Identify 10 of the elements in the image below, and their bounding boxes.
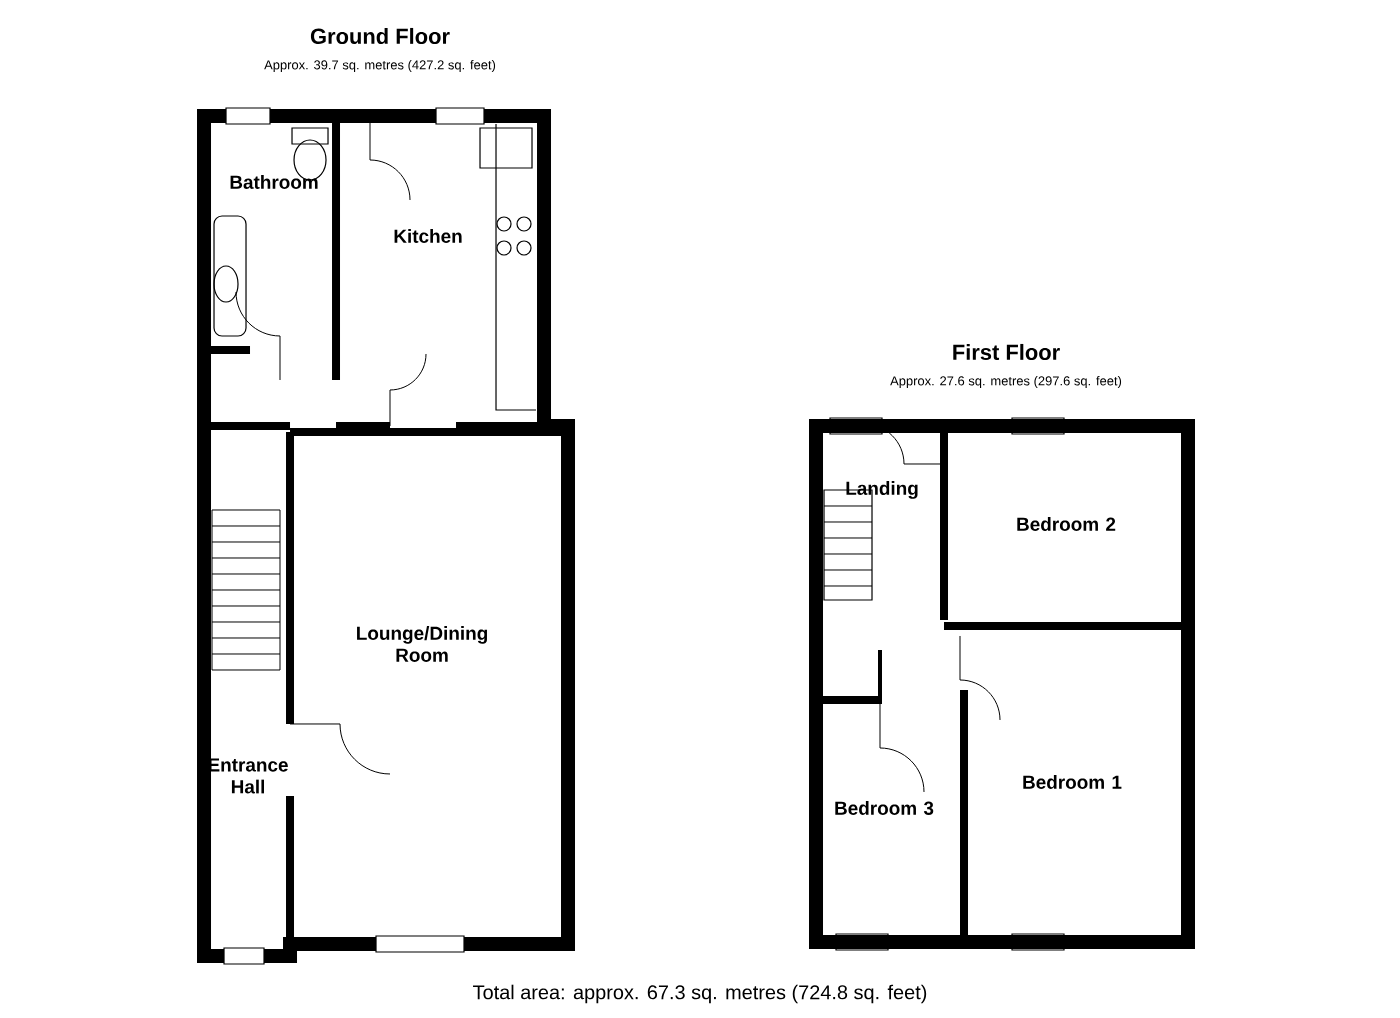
room-label: Bedroom 2 xyxy=(1017,517,1116,531)
room-label: Landing xyxy=(846,481,918,499)
room-label: Bathroom xyxy=(230,175,318,189)
room-label: Kitchen xyxy=(394,229,462,243)
floor-title: Ground Floor xyxy=(310,27,450,45)
total-area-note: Total area: approx. 67.3 sq. metres (724.8 sq. feet) xyxy=(473,984,927,1004)
room-label: Bedroom 1 xyxy=(1023,775,1122,789)
room-label: Lounge/Dining Room xyxy=(357,626,487,662)
floor-title: First Floor xyxy=(953,343,1060,361)
room-label: Bedroom 3 xyxy=(835,801,934,815)
